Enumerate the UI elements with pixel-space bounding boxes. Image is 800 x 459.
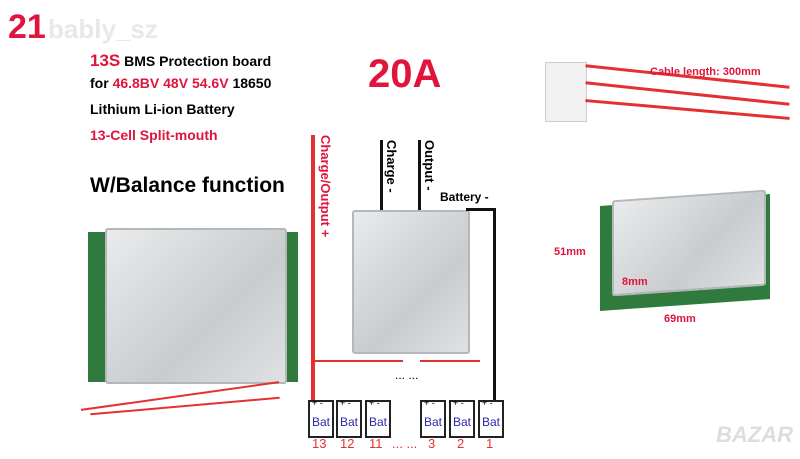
connector — [545, 62, 587, 122]
battery-minus-label: Battery - — [440, 190, 489, 204]
battery-13: Bat — [308, 388, 334, 438]
listing-number: 21 — [8, 8, 46, 46]
output-minus-label: Output - — [422, 140, 437, 191]
watermark: bably_sz — [48, 14, 158, 44]
battery-3: Bat — [420, 388, 446, 438]
cell-number: 1 — [486, 436, 494, 451]
voltages: 46.8BV 48V 54.6V — [112, 75, 229, 91]
balance-function: W/Balance function — [90, 174, 285, 197]
width-dimension: 69mm — [664, 313, 696, 325]
bazar-logo: BAZAR — [716, 422, 793, 447]
cell-number: ... ... — [392, 436, 418, 451]
battery-2: Bat — [449, 388, 475, 438]
battery-12: Bat — [336, 388, 362, 438]
title-for: for — [90, 75, 109, 91]
charge-output-plus-label: Charge/Output + — [318, 135, 333, 238]
charge-minus-label: Charge - — [384, 140, 399, 193]
cell-type: 18650 — [232, 75, 272, 91]
battery-minus-wire — [466, 208, 496, 211]
cable-length: Cable length: 300mm — [650, 66, 761, 78]
battery-minus-wire — [493, 208, 496, 400]
cell-number: 12 — [340, 436, 355, 451]
balance-wires — [90, 396, 280, 416]
board-center — [352, 210, 470, 354]
balance-wire — [420, 360, 480, 362]
cell-number: 11 — [369, 436, 383, 451]
board-left — [105, 228, 287, 384]
cell-count: 13S — [90, 51, 121, 70]
title-text: BMS Protection board — [124, 53, 272, 69]
balance-wire — [313, 360, 403, 362]
current-rating: 20A — [368, 52, 442, 96]
thickness-dimension: 8mm — [622, 276, 648, 288]
charge-plus-wire — [311, 135, 315, 400]
battery-type: Lithium Li-ion Battery — [90, 101, 235, 117]
cell-number: 13 — [312, 436, 327, 451]
ellipsis: ... ... — [395, 368, 419, 382]
split-mouth: 13-Cell Split-mouth — [90, 127, 218, 143]
battery-1: Bat — [478, 388, 504, 438]
cell-number: 2 — [457, 436, 465, 451]
cell-number: 3 — [428, 436, 436, 451]
output-minus-wire — [418, 140, 421, 210]
charge-minus-wire — [380, 140, 383, 210]
product-title: 13S BMS Protection board for 46.8BV 48V … — [90, 50, 271, 146]
height-dimension: 51mm — [554, 246, 586, 258]
battery-11: Bat — [365, 388, 391, 438]
